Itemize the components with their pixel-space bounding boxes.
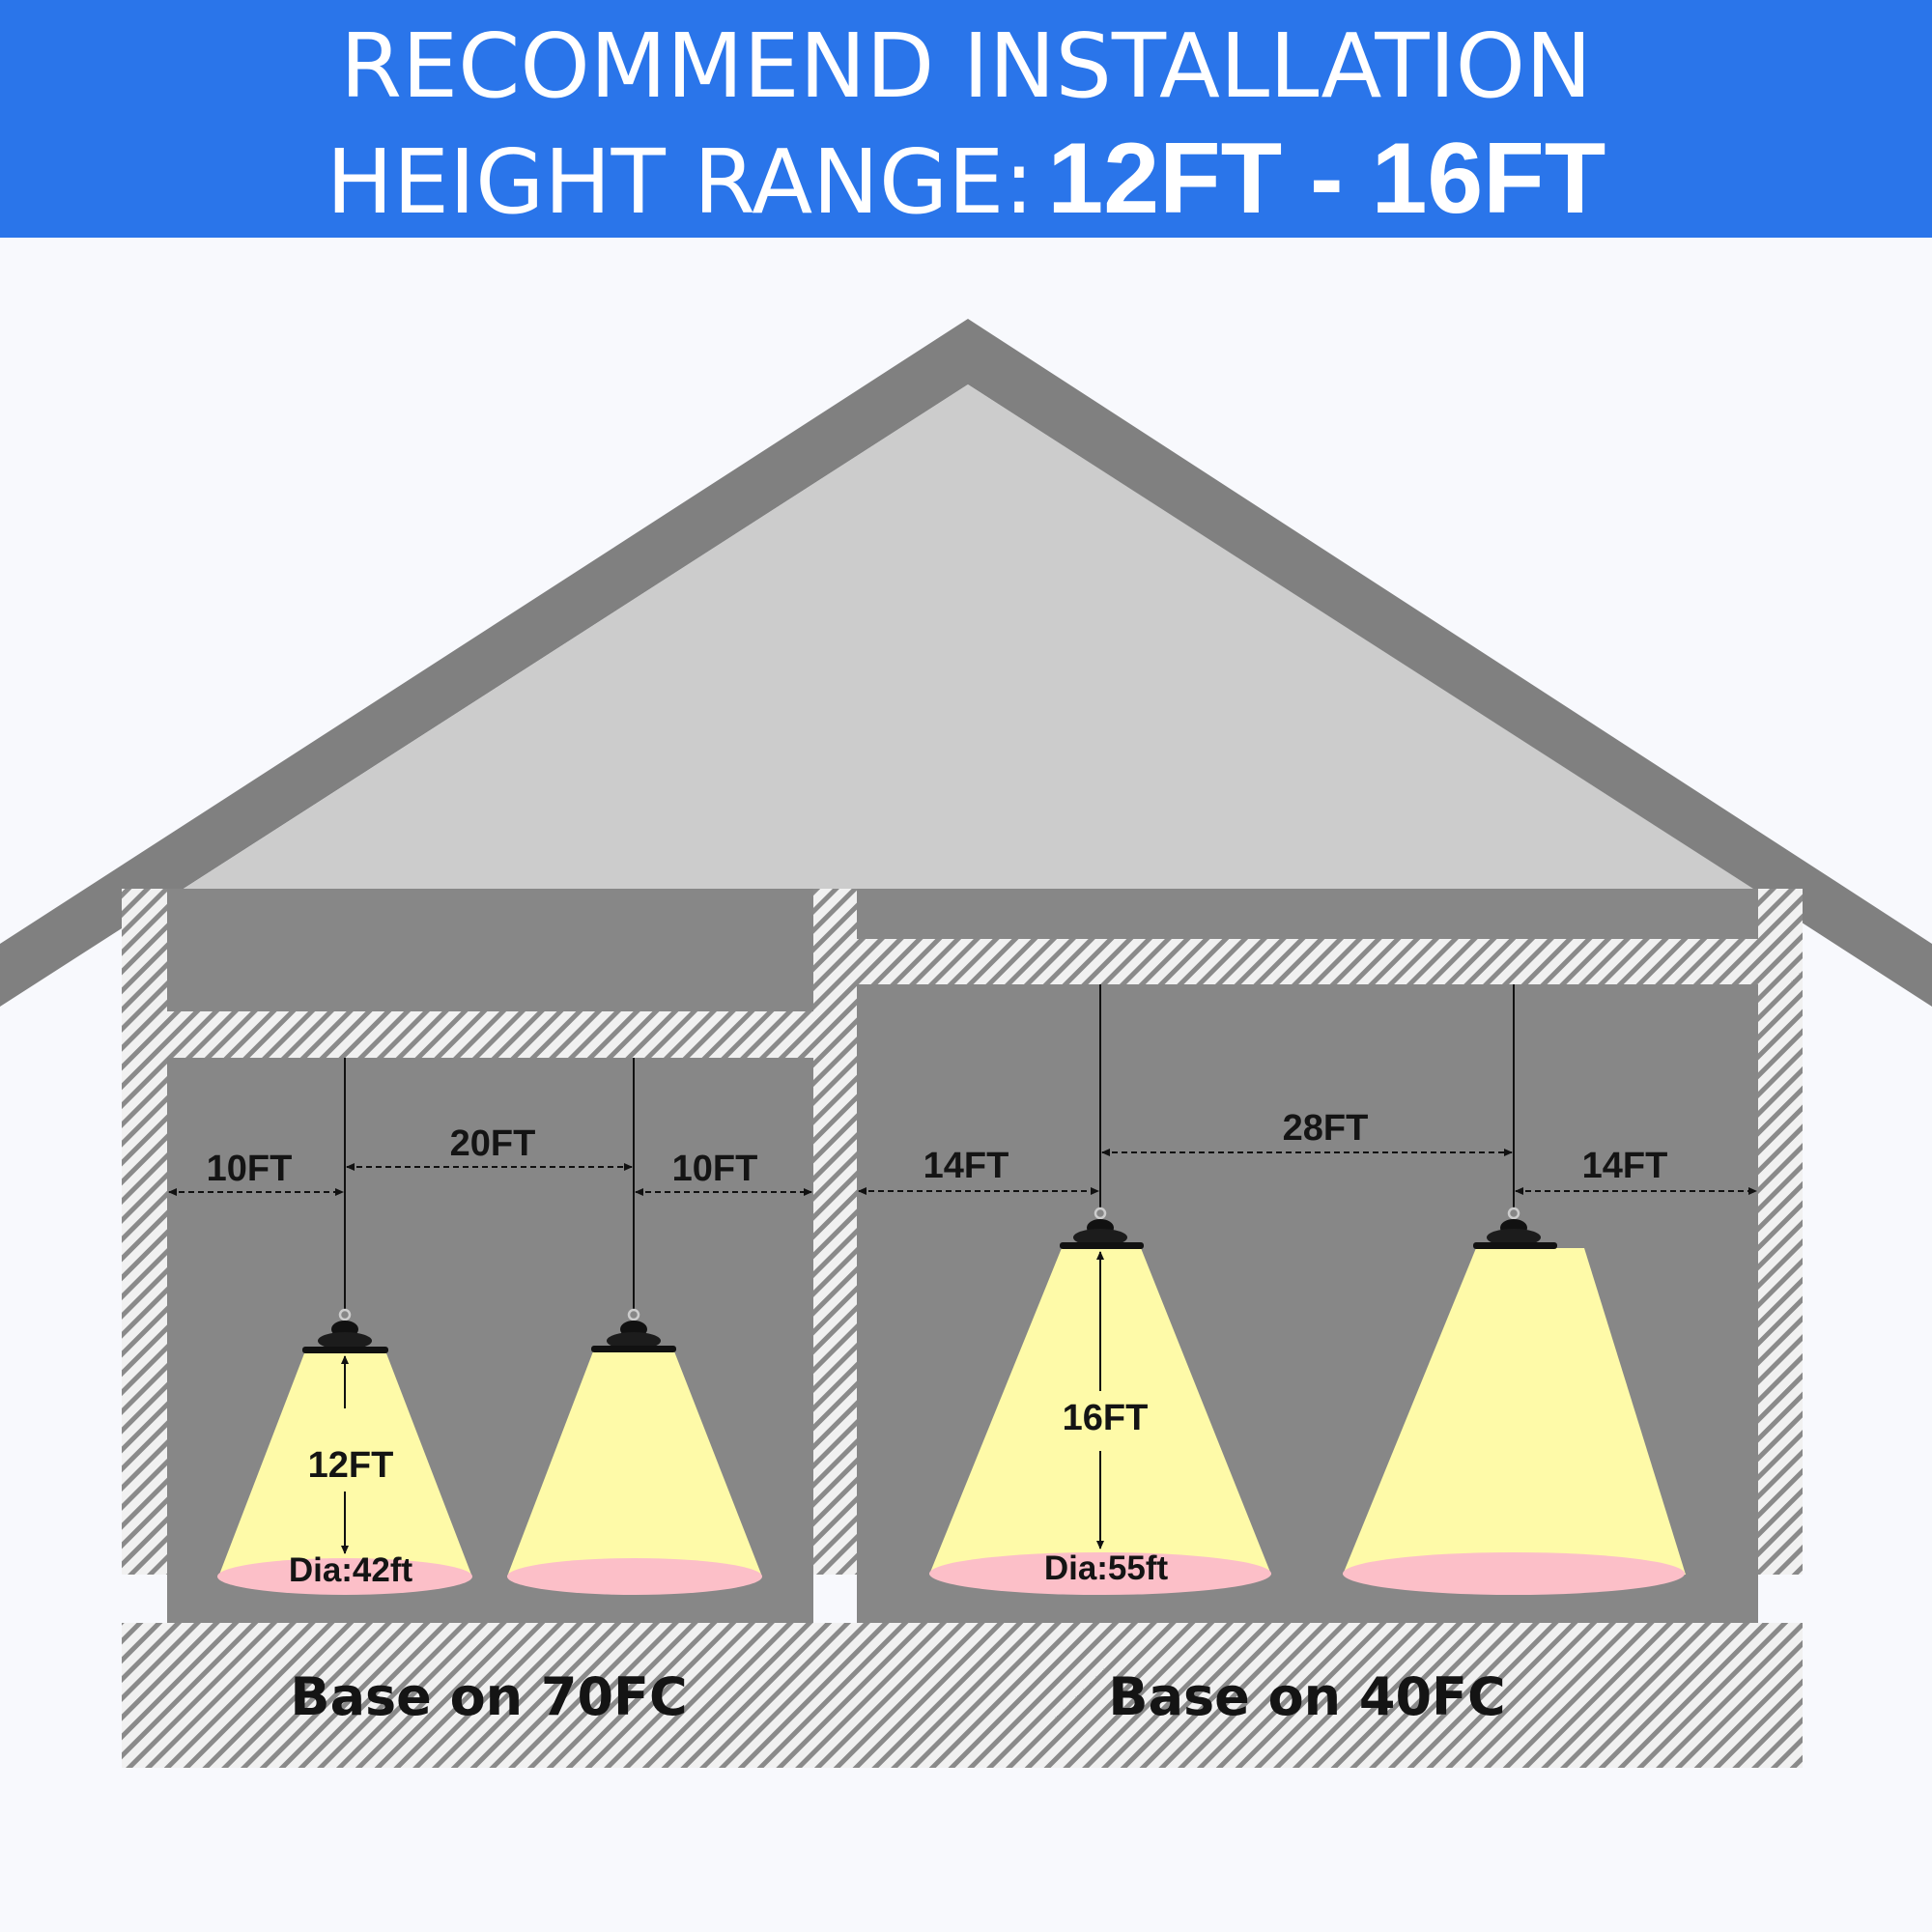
right-room-left-gap-label: 14FT bbox=[923, 1146, 1009, 1186]
left-ceiling-slab bbox=[167, 1011, 813, 1058]
high-bay-light-icon bbox=[1060, 1207, 1144, 1249]
right-room-base-label: Base on 40FC bbox=[1108, 1666, 1505, 1727]
left-room-right-gap-label: 10FT bbox=[672, 1149, 758, 1189]
light-beam bbox=[929, 1248, 1271, 1575]
right-room-spacing-label: 28FT bbox=[1283, 1108, 1369, 1149]
floor-light-spot bbox=[217, 1558, 472, 1595]
attic bbox=[184, 384, 1753, 889]
floor-light-spot bbox=[1343, 1552, 1685, 1595]
high-bay-light-icon bbox=[302, 1308, 388, 1353]
left-room-spacing-label: 20FT bbox=[450, 1123, 536, 1164]
left-room-left-gap-label: 10FT bbox=[207, 1149, 293, 1189]
header-line-1: RECOMMEND INSTALLATION bbox=[340, 14, 1592, 118]
center-wall bbox=[813, 889, 857, 1575]
left-room-height-label: 12FT bbox=[308, 1445, 394, 1486]
left-outer-wall bbox=[122, 889, 167, 1575]
right-room-right-gap-label: 14FT bbox=[1582, 1146, 1668, 1186]
header-line-2: HEIGHT RANGE:12FT - 16FT bbox=[0, 126, 1932, 236]
floor-light-spot bbox=[929, 1552, 1271, 1595]
right-room-diameter-label: Dia:55ft bbox=[1044, 1549, 1169, 1587]
left-attic-space bbox=[167, 889, 813, 1011]
floor-light-spot bbox=[507, 1558, 762, 1595]
left-room-diameter-label: Dia:42ft bbox=[289, 1551, 413, 1589]
light-beam bbox=[219, 1353, 471, 1575]
right-ceiling-slab bbox=[857, 939, 1758, 984]
right-room-height-label: 16FT bbox=[1063, 1398, 1149, 1438]
header-line-2-prefix: HEIGHT RANGE: bbox=[326, 130, 1035, 234]
right-outer-wall bbox=[1758, 889, 1803, 1575]
right-attic-space bbox=[857, 889, 1758, 939]
height-range-highlight: 12FT - 16FT bbox=[1047, 123, 1606, 235]
light-beam bbox=[507, 1351, 762, 1577]
header-banner: RECOMMEND INSTALLATION HEIGHT RANGE:12FT… bbox=[0, 0, 1932, 238]
light-beam bbox=[1343, 1248, 1686, 1575]
floor-slab bbox=[122, 1623, 1803, 1768]
high-bay-light-icon bbox=[1473, 1207, 1557, 1249]
high-bay-light-icon bbox=[591, 1308, 676, 1352]
left-room-base-label: Base on 70FC bbox=[290, 1666, 687, 1727]
